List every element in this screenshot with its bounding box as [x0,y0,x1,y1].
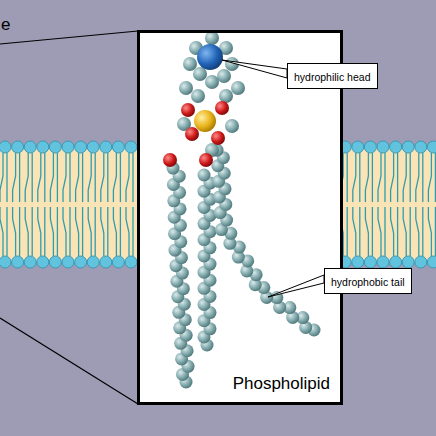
lipid-head [87,141,99,153]
panel-title: Phospholipid [233,374,330,394]
lipid-tail [50,153,57,256]
head-atom [191,89,205,103]
lipid-head [100,141,112,153]
lipid-tail [428,153,435,256]
lipid-head [112,256,124,268]
lipid-head [75,256,87,268]
lipid-tail [63,153,70,256]
lipid-head [37,141,49,153]
callout-label: hydrophilic head [294,71,370,83]
head-atom [193,67,207,81]
zoom-line [0,318,138,404]
lipid-head [390,141,402,153]
lipid-head [112,141,124,153]
head-atom [183,57,197,71]
carbon-atom [198,169,211,182]
lipid-tail [76,153,83,256]
head-atom [205,75,219,89]
lipid-tail [416,153,423,256]
lipid-head [402,141,414,153]
head-atom [231,81,245,95]
lipid-head [377,256,389,268]
lipid-tail [113,153,120,256]
head-atom [179,81,193,95]
lipid-head [427,256,436,268]
lipid-tail [25,153,32,256]
callout-box: hydrophobic tail [324,268,412,294]
cropped-label: e [1,15,10,35]
phosphorus-atom [194,110,216,132]
oxygen-atom [163,153,177,167]
callout-label: hydrophobic tail [331,276,405,288]
lipid-head [427,141,436,153]
lipid-head [49,141,61,153]
lipid-head [415,141,427,153]
nitrogen-atom [197,44,223,70]
lipid-head [377,141,389,153]
lipid-tail [365,153,372,256]
lipid-head [0,141,11,153]
lipid-head [75,141,87,153]
zoom-line [0,31,138,44]
lipid-tail [353,153,360,256]
lipid-head [62,256,74,268]
head-atom [205,31,219,45]
oxygen-atom [199,153,213,167]
oxygen-atom [211,131,225,145]
lipid-tail [38,153,45,256]
lipid-tail [101,153,108,256]
callout-box: hydrophilic head [287,63,378,89]
leader-line [268,275,324,297]
head-atom [219,89,233,103]
lipid-head [24,141,36,153]
lipid-tail [126,153,133,256]
lipid-head [49,256,61,268]
lipid-head [0,256,11,268]
lipid-head [87,256,99,268]
lipid-head [415,256,427,268]
lipid-tail [0,153,7,256]
head-atom [217,69,231,83]
lipid-head [24,256,36,268]
oxygen-atom [181,103,195,117]
lipid-tail [88,153,95,256]
lipid-head [12,256,24,268]
lipid-head [100,256,112,268]
lipid-tail [13,153,20,256]
lipid-head [364,141,376,153]
lipid-head [402,256,414,268]
lipid-tail [403,153,410,256]
lipid-head [125,141,137,153]
lipid-head [352,141,364,153]
lipid-head [364,256,376,268]
lipid-head [37,256,49,268]
lipid-head [390,256,402,268]
head-atom [225,119,239,133]
lipid-head [352,256,364,268]
oxygen-atom [185,127,199,141]
lipid-tail [378,153,385,256]
lipid-head [125,256,137,268]
lipid-head [62,141,74,153]
lipid-head [12,141,24,153]
lipid-tail [391,153,398,256]
leader-line [222,60,287,78]
oxygen-atom [215,101,229,115]
